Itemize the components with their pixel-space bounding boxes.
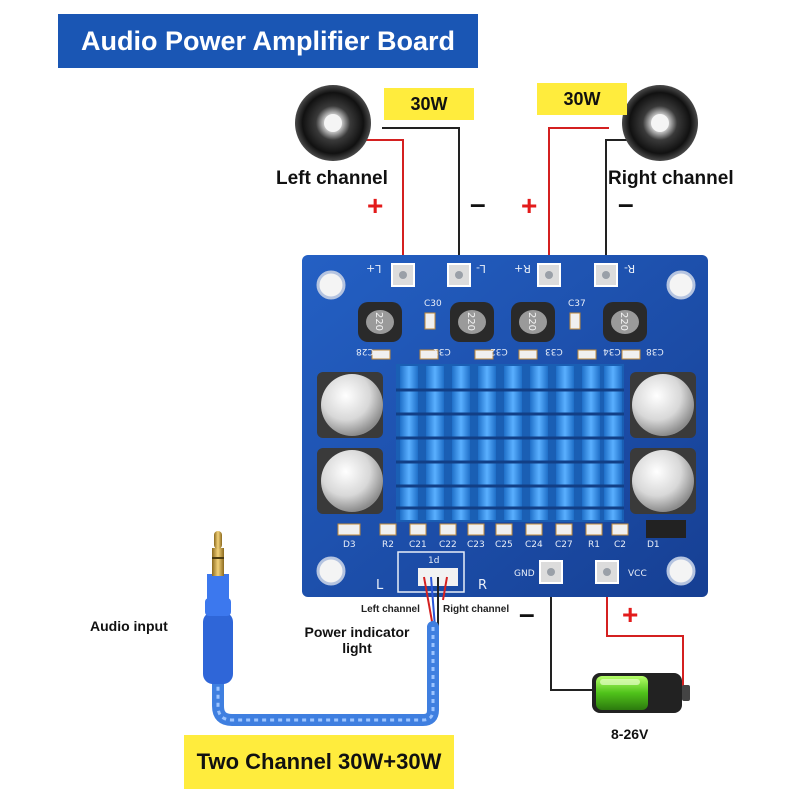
pcb-label-l: L — [376, 578, 384, 593]
pcb-label-r2: R2 — [382, 540, 394, 550]
pcb-label-c31: C31 — [433, 346, 451, 356]
pcb-label-r-plus: R+ — [514, 262, 531, 275]
vcc-plus-sign: + — [622, 599, 639, 630]
input-wires — [423, 576, 448, 628]
inductor-label-2: 220 — [465, 311, 477, 332]
pcb-label-c28: C28 — [356, 346, 374, 356]
pcb-label-d3: D3 — [343, 540, 356, 550]
power-wires — [550, 583, 684, 691]
pcb-label-c27: C27 — [555, 540, 573, 550]
right-channel-label: Right channel — [608, 168, 734, 189]
gnd-minus-sign: – — [519, 598, 535, 629]
wire-right-channel-label: Right channel — [443, 604, 510, 615]
pcb-label-l-minus: L- — [476, 262, 486, 275]
heatsink — [396, 364, 624, 522]
left-speaker-icon — [295, 85, 371, 161]
power-indicator-label: Power indicator light — [302, 624, 412, 656]
pcb-label-l-plus: L+ — [366, 262, 382, 275]
inductors — [358, 302, 647, 342]
audio-input-label: Audio input — [90, 618, 168, 634]
power-indicator-line2: light — [342, 640, 372, 656]
wire-left-channel-label: Left channel — [361, 604, 420, 615]
pcb-label-c23: C23 — [467, 540, 485, 550]
left-speaker-wires — [346, 127, 460, 268]
left-channel-label: Left channel — [276, 168, 388, 189]
audio-cable-icon — [203, 531, 439, 726]
right-minus-sign: – — [618, 188, 634, 219]
power-indicator-line1: Power indicator — [304, 624, 410, 640]
left-plus-sign: + — [367, 190, 384, 221]
pcb-label-c25: C25 — [495, 540, 513, 550]
right-power-box: 30W — [537, 83, 627, 115]
right-speaker-icon — [622, 85, 698, 161]
pcb-label-c34: C34 — [603, 346, 621, 356]
title-banner: Audio Power Amplifier Board — [58, 14, 478, 68]
bottom-banner: Two Channel 30W+30W — [184, 735, 454, 789]
inductor-label-4: 220 — [618, 311, 630, 332]
pcb-label-c24: C24 — [525, 540, 543, 550]
inductor-label-3: 220 — [526, 311, 538, 332]
input-connector-outline — [397, 551, 465, 593]
pcb-label-gnd: GND — [514, 569, 535, 579]
battery-icon — [592, 673, 690, 713]
pcb-label-c22: C22 — [439, 540, 457, 550]
right-plus-sign: + — [521, 190, 538, 221]
pcb-label-r: R — [478, 578, 488, 593]
left-minus-sign: – — [470, 188, 486, 219]
pcb-label-c30: C30 — [424, 299, 442, 309]
pcb-label-r1: R1 — [588, 540, 600, 550]
voltage-label: 8-26V — [611, 726, 649, 742]
pcb-label-r-minus: R- — [624, 262, 636, 275]
pcb-label-c37: C37 — [568, 299, 586, 309]
pcb-label-ld: 1d — [428, 556, 440, 566]
pcb-label-c38: C38 — [646, 346, 664, 356]
inductor-label-1: 220 — [373, 311, 385, 332]
pcb-label-c21: C21 — [409, 540, 427, 550]
pcb-label-c2: C2 — [614, 540, 627, 550]
pcb-label-d1: D1 — [647, 540, 660, 550]
pcb-label-c32: C32 — [490, 346, 508, 356]
amplifier-pcb — [302, 255, 708, 597]
pcb-label-vcc: VCC — [628, 569, 647, 579]
left-power-box: 30W — [384, 88, 474, 120]
pcb-label-c33: C33 — [545, 346, 563, 356]
mounting-holes — [316, 270, 696, 586]
diode-d1 — [646, 520, 686, 538]
electrolytic-capacitors — [317, 372, 696, 514]
